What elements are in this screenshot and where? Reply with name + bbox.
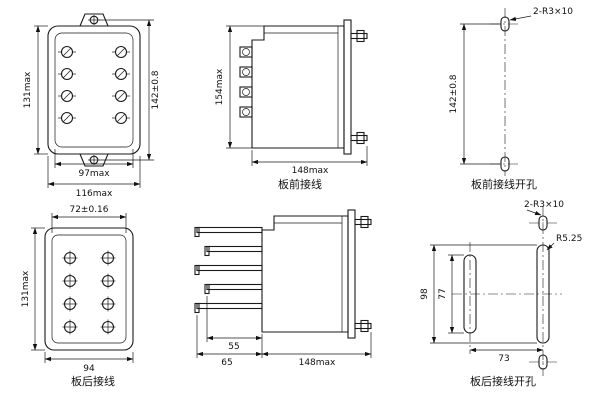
relay-side-outline [261,215,349,333]
side-view-rear-wiring: 55 65 148max [194,209,372,368]
slot-size-label: 2-R3×10 [524,200,564,210]
terminal-pin-hole-icon [61,318,79,336]
mounting-bolt-icon [350,131,368,145]
dim-side-depth: 148max [251,146,368,176]
dim-slot-outer: 98 [420,244,537,344]
mounting-plate [343,19,352,155]
dim-label: 97max [78,169,110,179]
terminal-pin-hole-icon [99,272,117,290]
dim-pin-short: 55 [206,296,263,358]
front-view: 131max 142±0.8 97max 116max [23,13,161,199]
terminal-screw-icon [57,111,77,125]
front-wiring-drill-view: 2-R3×10 142±0.8 板前接线开孔 [449,7,573,191]
dim-label: 98 [420,288,430,300]
side-terminal-icon [239,46,253,58]
dim-label: 142±0.8 [449,74,459,113]
relay-cover-outline [54,32,134,148]
terminal-pin-hole-icon [61,295,79,313]
terminal-pin-icon [194,302,263,314]
dim-label: 148max [299,358,336,368]
terminal-screw-icon [57,67,77,81]
terminal-screw-icon [57,45,77,59]
dim-label: 73 [498,354,509,364]
terminal-slot-right [536,244,550,344]
dim-front-hole-spacing: 142±0.8 [99,19,161,161]
dim-pin-long: 65 [196,315,263,368]
slot-size-label: 2-R3×10 [533,7,573,17]
dim-slot-inner: 77 [438,254,464,334]
leader-line [546,242,555,251]
dim-label: 77 [438,288,448,299]
rear-view: 72±0.16 131max 94 板后接线 [21,205,134,388]
terminal-pin-icon [194,264,263,276]
terminal-screw-icon [111,111,131,125]
dim-rear-width: 94 [44,352,134,374]
terminal-pin-hole-icon [99,249,117,267]
terminal-pin-icon [194,226,263,238]
terminal-pin-icon [204,245,263,257]
relay-rear-inner-outline [51,234,127,344]
terminal-slot-left [463,254,477,334]
caption-front-wiring: 板前接线 [278,177,322,191]
side-terminal-icon [239,106,253,118]
dim-label: 72±0.16 [69,205,108,215]
dim-label: 148max [292,166,329,176]
mounting-plate [347,209,356,339]
dim-front-body-height: 131max [23,25,48,155]
terminal-pin-icon [204,283,263,295]
mounting-bolt-icon [354,319,372,333]
dim-drill-hole-spacing: 142±0.8 [449,23,501,165]
radius-label: R5.25 [556,234,582,244]
terminal-pin-hole-icon [61,249,79,267]
dim-front-outer-width: 116max [47,156,141,199]
rear-wiring-drill-view: 2-R3×10 R5.25 98 77 73 板后接线开孔 [420,200,582,388]
leader-line [509,15,532,21]
terminal-pin-hole-icon [61,272,79,290]
dim-front-inner-width: 97max [54,149,134,179]
dim-label: 65 [221,358,232,368]
side-terminal-icon [239,66,253,78]
dim-slot-spacing: 73 [469,347,544,364]
caption-rear-wiring: 板后接线 [71,374,115,388]
dim-rear-body-height: 131max [21,227,45,351]
relay-rear-outline [44,227,134,351]
dim-rear-depth: 148max [261,332,372,368]
side-terminal-icon [239,86,253,98]
dim-label: 154max [215,68,225,105]
terminal-screw-icon [111,45,131,59]
mounting-bolt-icon [350,29,368,43]
terminal-screw-icon [111,89,131,103]
dim-rear-stud-spacing: 72±0.16 [51,205,127,233]
caption-rear-drill: 板后接线开孔 [470,374,536,388]
terminal-pin-hole-icon [99,318,117,336]
side-view-front-wiring: 154max 148max 板前接线 [215,19,368,191]
terminal-pin-hole-icon [99,295,117,313]
terminal-screw-icon [111,67,131,81]
dim-label: 55 [228,342,239,352]
relay-side-outline [251,25,345,149]
leader-line [526,209,542,216]
dim-label: 94 [83,364,95,374]
caption-front-drill: 板前接线开孔 [471,177,537,191]
dim-label: 131max [23,71,33,108]
dim-label: 116max [76,189,113,199]
dim-label: 131max [21,270,31,307]
dim-label: 142±0.8 [151,70,161,109]
terminal-screw-icon [57,89,77,103]
mounting-bolt-icon [354,215,372,229]
dim-side-height: 154max [215,25,264,149]
relay-body-outline [47,25,141,155]
